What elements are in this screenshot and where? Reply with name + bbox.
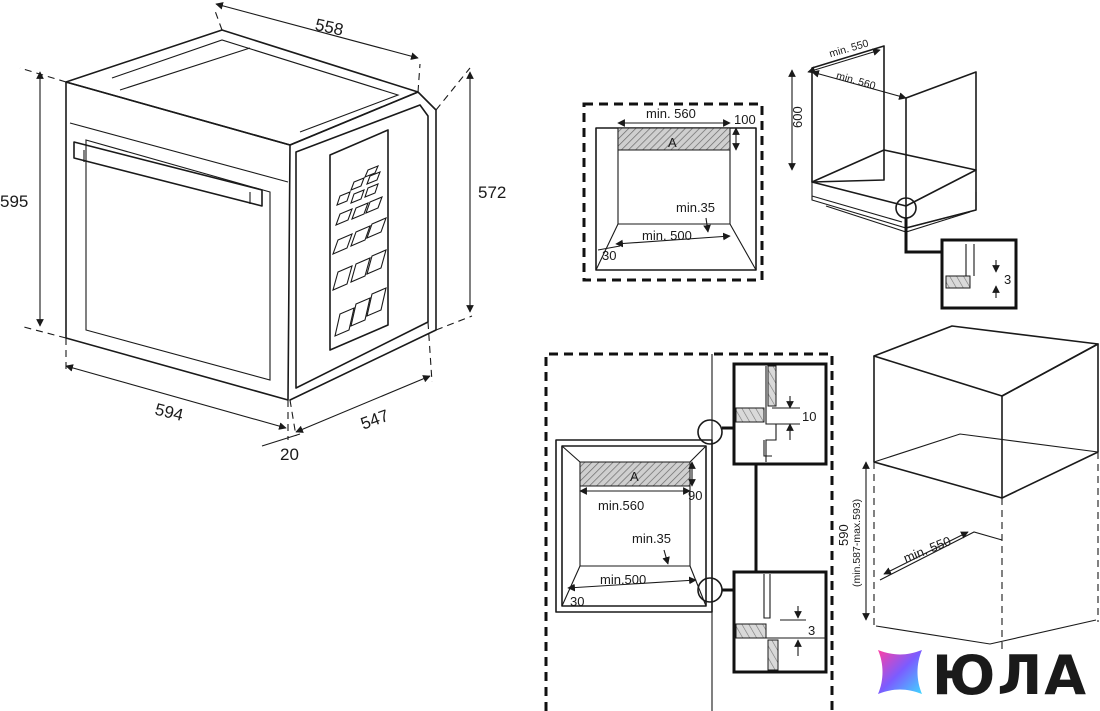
area-a bbox=[617, 127, 731, 151]
dim-column-corner: 30 bbox=[570, 594, 584, 609]
column-cabinet: min. 550 590 (min.587-max.593) bbox=[836, 325, 1099, 652]
area-a-column bbox=[579, 461, 691, 487]
yula-logo-text: ЮЛА bbox=[932, 644, 1088, 707]
dim-height-right: 572 bbox=[478, 183, 506, 202]
dim-column-cabinet-height: 590 bbox=[836, 524, 851, 546]
dim-column-min-gap: min.35 bbox=[632, 531, 671, 546]
dim-height: 600 bbox=[790, 106, 805, 128]
dim-column-min-depth: min.500 bbox=[600, 572, 646, 587]
dim-gap-top: 100 bbox=[734, 112, 756, 127]
dim-min-gap: min.35 bbox=[676, 200, 715, 215]
dim-min-depth: min. 500 bbox=[642, 228, 692, 243]
dim-height-left: 595 bbox=[0, 192, 28, 211]
detail-top-gap: 10 bbox=[802, 409, 816, 424]
dim-min-b: min. 560 bbox=[835, 70, 877, 93]
dim-column-min-width: min.560 bbox=[598, 498, 644, 513]
dim-column-cabinet-range: (min.587-max.593) bbox=[851, 499, 863, 587]
column-detail: A 90 min.560 min.35 min.500 30 10 bbox=[544, 352, 834, 711]
dim-min-width: min. 560 bbox=[646, 106, 696, 121]
undercounter-detail: A min. 560 100 min.35 min. 500 30 bbox=[582, 102, 764, 282]
detail-bottom-gap: 3 bbox=[808, 623, 815, 638]
dim-corner: 30 bbox=[602, 248, 616, 263]
dim-width-top: 558 bbox=[313, 15, 345, 39]
dim-panel: 20 bbox=[280, 445, 299, 464]
dim-column-cabinet-width: min. 550 bbox=[901, 533, 953, 566]
cabinet-top: min. 550 min. 560 600 3 bbox=[788, 37, 1018, 310]
yula-logo: ЮЛА bbox=[878, 644, 1088, 707]
yula-logo-mark bbox=[878, 650, 922, 694]
oven-drawing: 558 595 572 594 547 20 bbox=[0, 2, 506, 464]
dim-width-front: 594 bbox=[153, 400, 185, 425]
area-a-column-label: A bbox=[630, 469, 639, 484]
area-a-label: A bbox=[668, 135, 677, 150]
dim-depth: 547 bbox=[358, 406, 391, 434]
detail-gap: 3 bbox=[1004, 272, 1011, 287]
control-buttons bbox=[332, 164, 387, 337]
dim-column-gap-top: 90 bbox=[688, 488, 702, 503]
